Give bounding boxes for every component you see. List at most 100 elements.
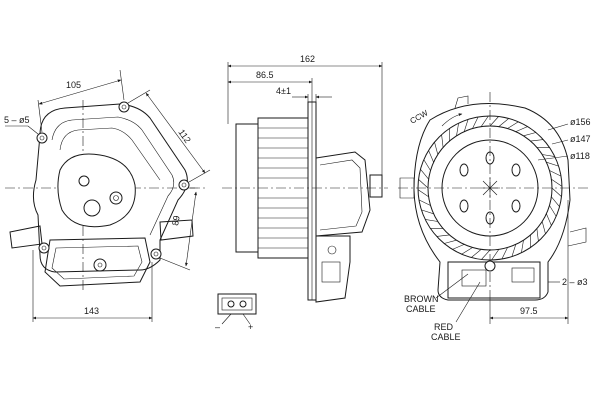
- fan-blade: [436, 234, 450, 237]
- right-view-right-tab: [567, 227, 587, 247]
- holes-2-label: 2 – ø3: [562, 277, 588, 287]
- fan-blade: [441, 134, 444, 148]
- fan-blade: [507, 121, 519, 129]
- mounting-hole: [178, 179, 190, 191]
- fan-blade: [418, 179, 429, 189]
- right-view-connector: [461, 269, 487, 287]
- connector-pin-plus: [239, 300, 247, 308]
- connector-plus-leader: [242, 313, 251, 325]
- left-view-lower-bracket-inner: [51, 245, 143, 280]
- red-cable-label-2: CABLE: [431, 332, 461, 342]
- hub-hole: [511, 199, 521, 213]
- fan-blade: [530, 139, 544, 142]
- fan-blade: [515, 126, 528, 132]
- right-view-label-plate: [511, 267, 535, 283]
- left-view-housing-rib: [59, 127, 161, 181]
- mounting-hole-center: [121, 104, 127, 110]
- left-view-motor-shaft: [78, 175, 90, 187]
- side-view-connector-socket: [321, 261, 341, 283]
- fan-blade: [428, 150, 434, 163]
- holes-leader: [27, 125, 39, 135]
- dim-112-ext-bottom: [188, 169, 211, 183]
- fan-blade: [434, 142, 439, 155]
- rotation-label: CCW: [409, 108, 430, 126]
- mounting-hole-center: [39, 135, 45, 141]
- side-view-motor-end-cap: [369, 174, 383, 198]
- hub-hole: [485, 151, 495, 165]
- right-view: CCW ø156 ø147 ø118 2 – ø3 BROWN CABLE RE…: [398, 92, 591, 342]
- fan-blade: [452, 244, 465, 250]
- brown-cable-leader: [435, 273, 469, 299]
- red-cable-label-1: RED: [434, 322, 454, 332]
- fan-blade: [551, 187, 562, 197]
- dim-4-label: 4±1: [276, 86, 291, 96]
- fan-blade: [480, 115, 489, 127]
- hub-hole: [459, 163, 469, 177]
- fan-blade: [511, 244, 517, 257]
- connector-minus-label: –: [215, 322, 220, 332]
- fan-blade: [491, 249, 500, 261]
- dim-86-5-label: 86.5: [256, 70, 274, 80]
- hub-hole: [459, 199, 469, 213]
- left-view-housing-inner-edge: [51, 116, 175, 236]
- fan-blade: [523, 132, 536, 137]
- left-view-bracket-screw-center: [97, 262, 103, 268]
- dim-162-label: 162: [300, 54, 315, 64]
- left-view: 105 5 – ø5 112 89 143: [4, 69, 211, 322]
- dia118-leader: [537, 155, 569, 161]
- mounting-hole-center: [41, 245, 47, 251]
- rotation-arrow: [441, 113, 463, 127]
- hub-hole: [511, 163, 521, 177]
- left-view-left-tab: [9, 225, 43, 249]
- side-view-connector-housing: [315, 235, 351, 303]
- connector-body: [217, 293, 257, 315]
- fan-blade: [536, 228, 539, 242]
- left-view-motor-bolt-center: [113, 195, 119, 201]
- side-view-connector-screw: [327, 245, 337, 255]
- fan-blade: [471, 249, 482, 258]
- fan-blade: [542, 154, 555, 157]
- side-view: 162 86.5 4±1: [222, 54, 388, 303]
- fan-blade: [546, 161, 559, 167]
- right-view-left-tab: [399, 177, 415, 199]
- left-view-lower-bracket: [44, 237, 151, 287]
- fan-blade: [549, 170, 562, 177]
- fan-blade: [420, 169, 429, 180]
- dia147-label: ø147: [570, 134, 591, 144]
- fan-blade: [444, 239, 457, 244]
- fan-blade: [472, 116, 479, 129]
- fan-blade: [461, 247, 473, 255]
- dim-105-ext-right: [119, 69, 125, 101]
- mounting-hole-center: [181, 182, 187, 188]
- fan-blade: [551, 196, 560, 207]
- dim-112-ext-top: [127, 89, 151, 104]
- right-view-center-star: [480, 178, 500, 198]
- dim-112-label: 112: [176, 127, 192, 144]
- right-view-fan-hub: [441, 139, 539, 237]
- fan-blade: [481, 249, 491, 260]
- mounting-hole: [150, 248, 162, 260]
- right-view-hub-holes: [459, 151, 521, 225]
- dia147-leader: [551, 139, 569, 145]
- brown-cable-label-2: CABLE: [406, 304, 436, 314]
- right-view-fan-blades: [417, 115, 563, 261]
- right-view-top-tab: [454, 95, 469, 109]
- mounting-hole-center: [153, 251, 159, 257]
- dim-97-5-label: 97.5: [520, 306, 538, 316]
- dim-105-ext-left: [37, 99, 43, 133]
- fan-blade: [463, 119, 469, 132]
- fan-blade: [498, 118, 509, 127]
- mounting-hole: [36, 132, 48, 144]
- fan-blade: [521, 240, 524, 253]
- fan-blade: [546, 213, 552, 226]
- right-view-lower-box: [447, 261, 541, 299]
- fan-blade: [417, 189, 429, 198]
- dim-89-line: [185, 191, 197, 267]
- fan-blade: [501, 247, 508, 260]
- hub-hole: [485, 211, 495, 225]
- fan-blade: [456, 123, 459, 136]
- connector-inner: [221, 297, 253, 311]
- fan-blade: [551, 178, 563, 187]
- red-cable-leader: [455, 281, 481, 323]
- dim-112-line: [145, 92, 206, 174]
